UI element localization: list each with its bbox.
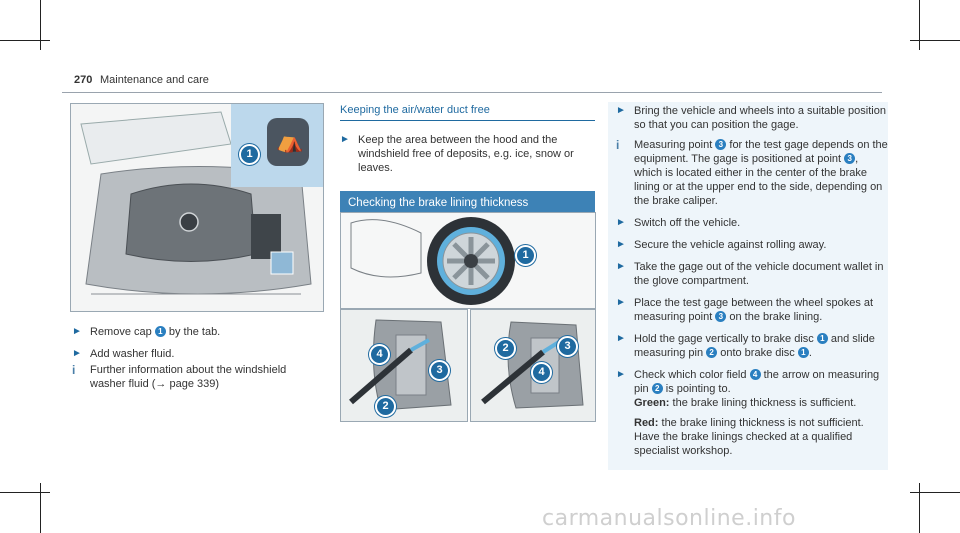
crop-mark: [910, 40, 960, 41]
callout-ref: 3: [844, 153, 856, 164]
left-column: ► Remove cap 1 by the tab. ► Add washer …: [72, 325, 322, 399]
middle-column: Keeping the air/water duct free ► Keep t…: [340, 103, 595, 227]
right-column: ► Bring the vehicle and wheels into a su…: [608, 102, 888, 470]
step-remove-cap: ► Remove cap 1 by the tab.: [72, 326, 221, 338]
section-title: Maintenance and care: [100, 74, 209, 86]
step-switch-off: ► Switch off the vehicle.: [616, 217, 741, 229]
brake-section-bar: Checking the brake lining thickness: [340, 191, 595, 215]
step-keep-clear: ► Keep the area between the hood and the…: [340, 134, 574, 174]
caliper-figure-left: 4 3 2: [340, 309, 468, 422]
figure-callout-1: 1: [239, 144, 260, 165]
caliper-callout-2: 2: [495, 338, 516, 359]
step-check-color: ► Check which color field 4 the arrow on…: [616, 368, 888, 458]
callout-ref: 3: [715, 139, 727, 150]
arrow-icon: ►: [616, 239, 626, 250]
wheel-figure: 1: [340, 212, 596, 309]
step-secure: ► Secure the vehicle against rolling awa…: [616, 239, 827, 251]
arrow-icon: ►: [616, 333, 626, 344]
arrow-icon: ►: [616, 105, 626, 116]
step-take-gage: ► Take the gage out of the vehicle docum…: [616, 261, 884, 287]
crop-mark: [0, 492, 50, 493]
wheel-callout-1: 1: [515, 245, 536, 266]
caliper-figure-right: 2 3 4: [470, 309, 596, 422]
crop-mark: [40, 483, 41, 533]
step-add-fluid: ► Add washer fluid.: [72, 348, 175, 360]
arrow-icon: ►: [616, 217, 626, 228]
info-icon: i: [616, 138, 620, 152]
callout-ref: 2: [651, 383, 663, 394]
crop-mark: [919, 0, 920, 50]
crop-mark: [40, 0, 41, 50]
caliper-callout-3: 3: [429, 360, 450, 381]
info-washer-fluid: i Further information about the windshie…: [72, 363, 287, 390]
callout-ref: 2: [706, 347, 718, 358]
arrow-icon: ►: [72, 348, 82, 359]
arrow-icon: ►: [616, 297, 626, 308]
page-number: 270: [74, 74, 93, 86]
callout-ref: 1: [797, 347, 809, 358]
step-place-gage: ► Place the test gage between the wheel …: [616, 297, 874, 323]
arrow-icon: ►: [72, 326, 82, 337]
air-duct-heading: Keeping the air/water duct free: [340, 103, 595, 121]
callout-ref: 4: [749, 369, 761, 380]
callout-ref: 1: [154, 326, 166, 337]
caliper-callout-2: 2: [375, 396, 396, 417]
info-icon: i: [72, 363, 76, 377]
step-bring-vehicle: ► Bring the vehicle and wheels into a su…: [616, 105, 886, 131]
result-green: Green: the brake lining thickness is suf…: [634, 397, 857, 409]
crop-mark: [919, 483, 920, 533]
info-measuring-point: i Measuring point 3 for the test gage de…: [616, 138, 888, 207]
callout-ref: 3: [715, 311, 727, 322]
caliper-callout-4: 4: [369, 344, 390, 365]
crop-mark: [0, 40, 50, 41]
result-red: Red: the brake lining thickness is not s…: [634, 417, 864, 457]
caliper-callout-4: 4: [531, 362, 552, 383]
arrow-icon: ►: [340, 134, 350, 145]
callout-ref: 1: [816, 333, 828, 344]
engine-bay-figure: ⛺ 1: [70, 103, 324, 312]
arrow-icon: ►: [616, 369, 626, 380]
watermark: carmanualsonline.info: [542, 506, 796, 531]
washer-fluid-icon: ⛺: [276, 128, 304, 153]
step-hold-gage: ► Hold the gage vertically to brake disc…: [616, 333, 875, 359]
caliper-callout-3: 3: [557, 336, 578, 357]
arrow-icon: ►: [616, 261, 626, 272]
page-header: 270 Maintenance and care: [62, 70, 882, 93]
crop-mark: [910, 492, 960, 493]
